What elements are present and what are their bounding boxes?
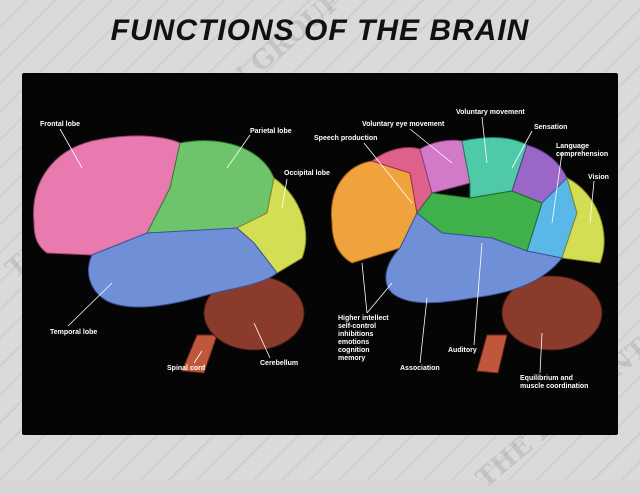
label-voluntary-movement: Voluntary movement [456, 109, 525, 116]
left-frontal-lobe [33, 135, 181, 256]
label-auditory: Auditory [448, 347, 477, 354]
label-language-comprehension: Language comprehension [556, 143, 609, 158]
label-occipital-lobe: Occipital lobe [284, 170, 330, 177]
brains-illustration [33, 116, 605, 374]
label-frontal-lobe: Frontal lobe [40, 121, 81, 128]
right-brain [330, 137, 605, 374]
leader-lines [59, 116, 595, 374]
label-higher-intellect: Higher intellect self-control inhibition… [338, 315, 389, 362]
label-spinal-cord: Spinal cord [167, 365, 206, 372]
left-temporal-lobe [88, 227, 278, 308]
right-spinal-cord [476, 334, 508, 374]
label-equilibrium: Equilibrium and muscle coordination [520, 375, 589, 390]
right-cerebellum [501, 275, 603, 351]
label-vision: Vision [588, 174, 609, 181]
label-parietal-lobe: Parietal lobe [250, 128, 292, 135]
page-title: FUNCTIONS OF THE BRAIN [110, 14, 530, 47]
label-sensation: Sensation [534, 124, 568, 131]
label-association: Association [400, 365, 440, 372]
left-spinal-cord [181, 334, 218, 374]
diagram-panel: Frontal lobe Parietal lobe Occipital lob… [22, 73, 618, 435]
label-speech-production: Speech production [314, 135, 378, 142]
label-voluntary-eye-movement: Voluntary eye movement [362, 121, 445, 128]
right-vision-region [561, 177, 605, 264]
right-association-region [385, 212, 563, 304]
label-temporal-lobe: Temporal lobe [50, 329, 98, 336]
label-cerebellum: Cerebellum [260, 360, 299, 367]
left-brain [33, 135, 307, 374]
